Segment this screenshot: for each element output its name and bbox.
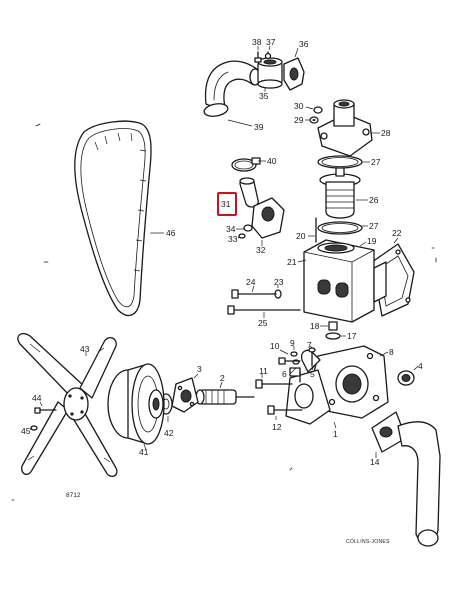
callout-44: 44 xyxy=(32,393,42,403)
pump-body xyxy=(300,345,389,419)
callout-2: 2 xyxy=(220,373,225,383)
callout-1: 1 xyxy=(333,429,338,439)
callout-14: 14 xyxy=(370,457,380,467)
cooling-fan xyxy=(17,332,118,477)
callout-40: 40 xyxy=(267,156,277,166)
callout-18: 18 xyxy=(310,321,320,331)
water-outlet-elbow xyxy=(257,57,283,89)
callout-7: 7 xyxy=(307,340,312,350)
thermostat xyxy=(319,167,361,219)
callout-17: 17 xyxy=(347,331,357,341)
outlet-gasket xyxy=(283,57,305,91)
callout-27-lower: 27 xyxy=(369,221,379,231)
adaptor-fixings xyxy=(238,224,253,239)
callout-22: 22 xyxy=(392,228,402,238)
callout-36: 36 xyxy=(299,39,309,49)
callout-27-upper: 27 xyxy=(371,157,381,167)
illustrator-credit: COLLINS-JONES xyxy=(346,539,390,545)
callout-46: 46 xyxy=(166,228,176,238)
housing-bolt-short xyxy=(231,289,277,299)
callout-8: 8 xyxy=(389,347,394,357)
callout-11: 11 xyxy=(259,366,268,376)
callout-6: 6 xyxy=(282,369,287,379)
callout-42: 42 xyxy=(164,428,174,438)
callout-31: 31 xyxy=(221,199,231,209)
bypass-adaptor xyxy=(251,197,285,239)
fan-belt xyxy=(74,120,152,317)
fan-pulley xyxy=(107,363,165,445)
thermostat-housing-cover xyxy=(317,99,373,157)
fan-fixings xyxy=(30,407,57,431)
callout-4: 4 xyxy=(418,361,423,371)
pump-fixings xyxy=(278,347,316,383)
callout-45: 45 xyxy=(21,426,31,436)
nut-and-washer xyxy=(309,106,323,124)
callout-43: 43 xyxy=(80,344,90,354)
callout-34: 34 xyxy=(226,224,236,234)
highlight-box xyxy=(217,192,237,216)
lower-thermostat-gasket xyxy=(317,221,363,235)
pump-bolt-lower xyxy=(267,405,303,415)
callout-12: 12 xyxy=(272,422,282,432)
callout-33: 33 xyxy=(228,234,238,244)
bypass-hose xyxy=(239,177,259,208)
callout-9: 9 xyxy=(290,338,295,348)
callout-24: 24 xyxy=(246,277,256,287)
spindle-and-bearing xyxy=(195,389,255,405)
hose-clip xyxy=(231,157,261,172)
callout-23: 23 xyxy=(274,277,284,287)
upper-hose xyxy=(203,60,261,117)
callout-39: 39 xyxy=(254,122,264,132)
callout-5: 5 xyxy=(310,369,315,379)
callout-29: 29 xyxy=(294,115,304,125)
callout-10: 10 xyxy=(270,341,280,351)
callout-21: 21 xyxy=(287,257,297,267)
callout-26: 26 xyxy=(369,195,379,205)
bypass-hose-lower xyxy=(397,370,415,386)
inlet-pipe xyxy=(371,411,441,547)
housing-bolt-long xyxy=(227,305,301,315)
drain-plug xyxy=(325,321,341,340)
fan-hub xyxy=(171,377,199,413)
pump-bolt-upper xyxy=(255,379,293,389)
callout-32: 32 xyxy=(256,245,266,255)
callout-41: 41 xyxy=(139,447,149,457)
thermostat-housing xyxy=(303,239,387,323)
callout-3: 3 xyxy=(197,364,202,374)
callout-20: 20 xyxy=(296,231,306,241)
callout-38: 38 xyxy=(252,37,262,47)
studs xyxy=(254,51,272,63)
callout-35: 35 xyxy=(259,91,269,101)
callout-28: 28 xyxy=(381,128,391,138)
callout-19: 19 xyxy=(367,236,377,246)
drawing-code: 8712 xyxy=(66,492,81,499)
callout-37: 37 xyxy=(266,37,276,47)
callout-25: 25 xyxy=(258,318,268,328)
callout-30: 30 xyxy=(294,101,304,111)
